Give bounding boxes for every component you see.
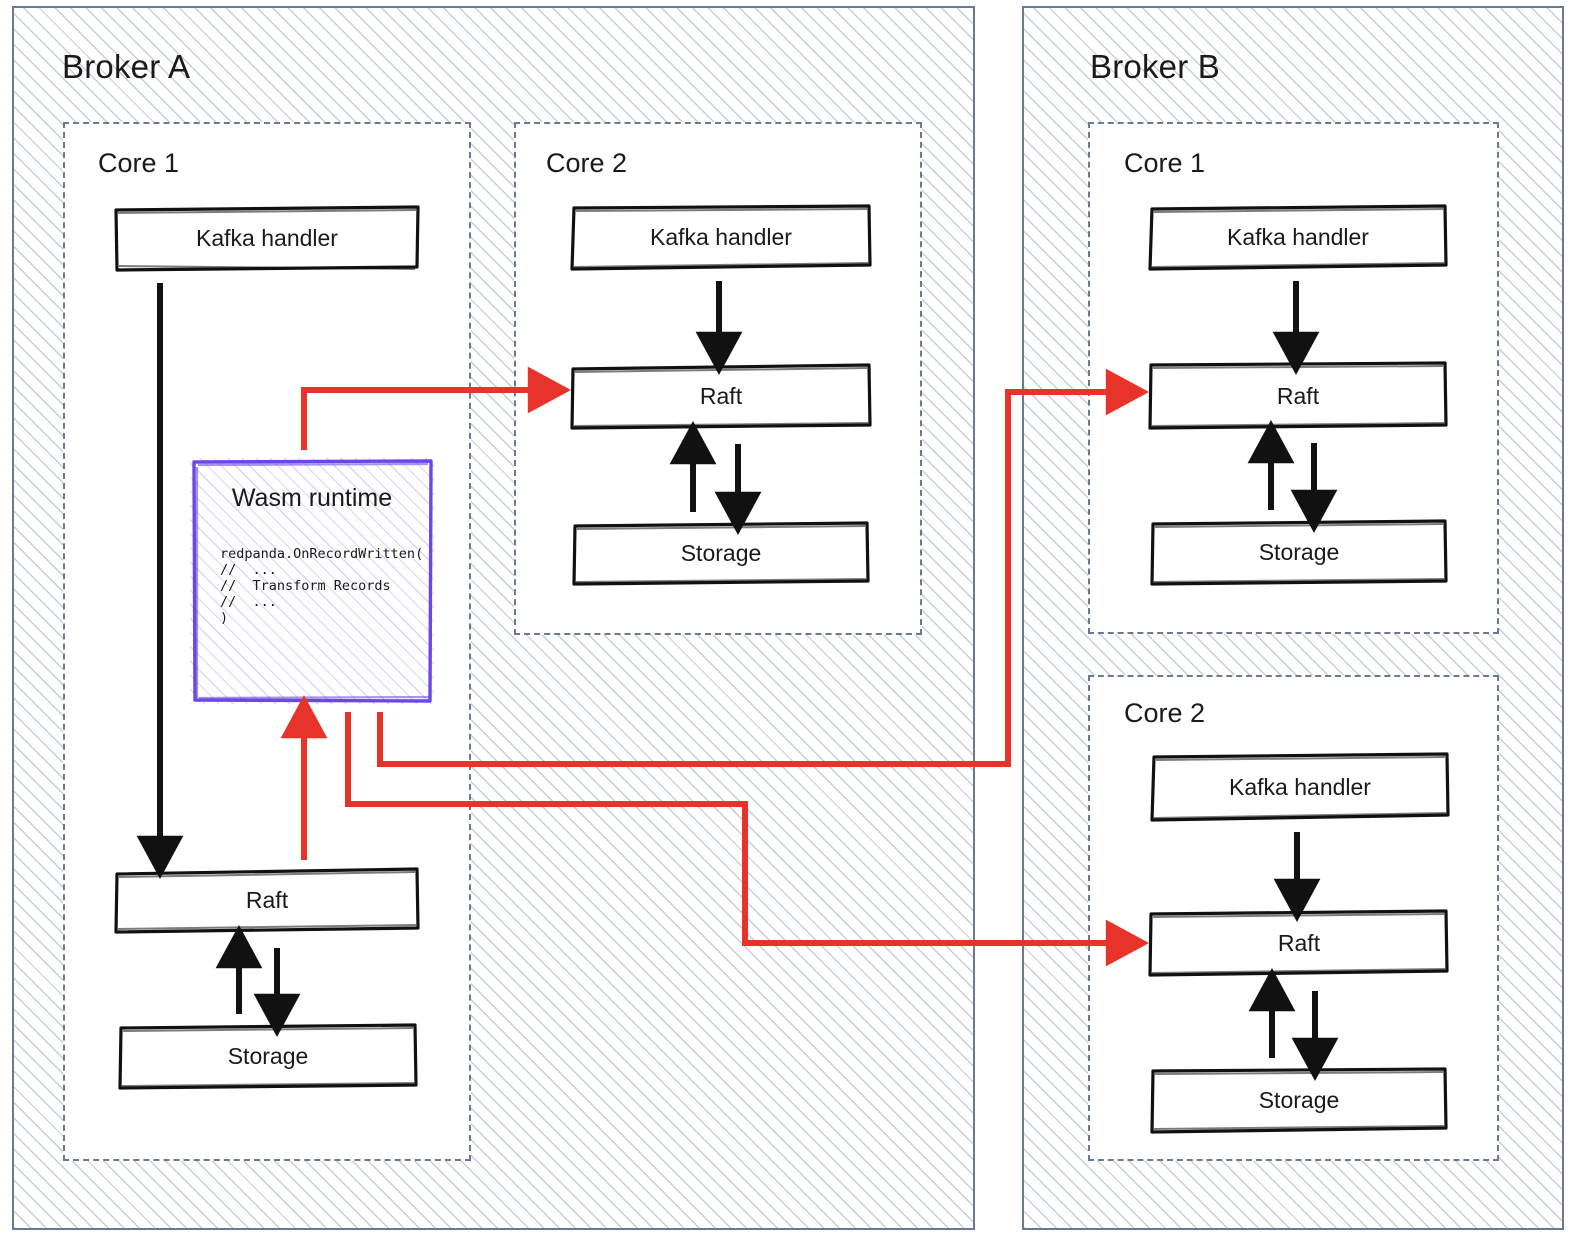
node-a1-kafka-handler[interactable]: Kafka handler xyxy=(114,205,420,272)
node-a1-wasm-runtime[interactable]: Wasm runtime redpanda.OnRecordWritten( /… xyxy=(190,458,434,704)
broker-b-title: Broker B xyxy=(1090,48,1220,85)
broker-a-core-2-title: Core 2 xyxy=(546,148,628,178)
node-b1-raft[interactable]: Raft xyxy=(1148,361,1448,431)
node-a1-storage[interactable]: Storage xyxy=(118,1022,418,1090)
node-b2-kafka-handler[interactable]: Kafka handler xyxy=(1150,752,1450,822)
broker-b-core-1-title: Core 1 xyxy=(1124,148,1206,178)
node-label: Storage xyxy=(680,539,762,566)
node-b2-raft[interactable]: Raft xyxy=(1148,908,1450,978)
node-a2-storage[interactable]: Storage xyxy=(572,520,870,586)
broker-b-core-2-title: Core 2 xyxy=(1124,698,1206,728)
node-b1-kafka-handler[interactable]: Kafka handler xyxy=(1148,203,1448,271)
node-label: Kafka handler xyxy=(650,223,792,250)
sketch-box-outline xyxy=(1148,361,1448,430)
node-b1-storage[interactable]: Storage xyxy=(1150,518,1448,586)
node-label: Raft xyxy=(245,886,289,913)
sketch-box-outline xyxy=(118,1023,418,1090)
sketch-box-outline xyxy=(1148,204,1448,271)
node-label: Raft xyxy=(1277,929,1321,956)
node-label: Storage xyxy=(227,1042,309,1069)
node-label: Storage xyxy=(1258,538,1340,565)
sketch-box-outline xyxy=(1148,909,1449,977)
wasm-runtime-title: Wasm runtime xyxy=(231,484,393,512)
node-a1-raft[interactable]: Raft xyxy=(114,866,420,934)
node-label: Raft xyxy=(1276,382,1320,409)
node-a2-raft[interactable]: Raft xyxy=(570,362,872,430)
node-label: Raft xyxy=(699,382,743,409)
node-label: Kafka handler xyxy=(1229,773,1371,800)
node-b2-storage[interactable]: Storage xyxy=(1150,1066,1448,1134)
sketch-box-outline xyxy=(570,204,872,271)
wasm-runtime-code: redpanda.OnRecordWritten( // ... // Tran… xyxy=(220,546,424,626)
node-label: Storage xyxy=(1258,1086,1340,1113)
broker-a-title: Broker A xyxy=(62,48,191,85)
node-label: Kafka handler xyxy=(196,224,338,251)
sketch-box-outline xyxy=(114,205,420,272)
broker-a-core-1-title: Core 1 xyxy=(98,148,180,178)
node-label: Kafka handler xyxy=(1227,223,1369,250)
node-a2-kafka-handler[interactable]: Kafka handler xyxy=(570,203,872,271)
sketch-box-outline xyxy=(1150,752,1450,822)
